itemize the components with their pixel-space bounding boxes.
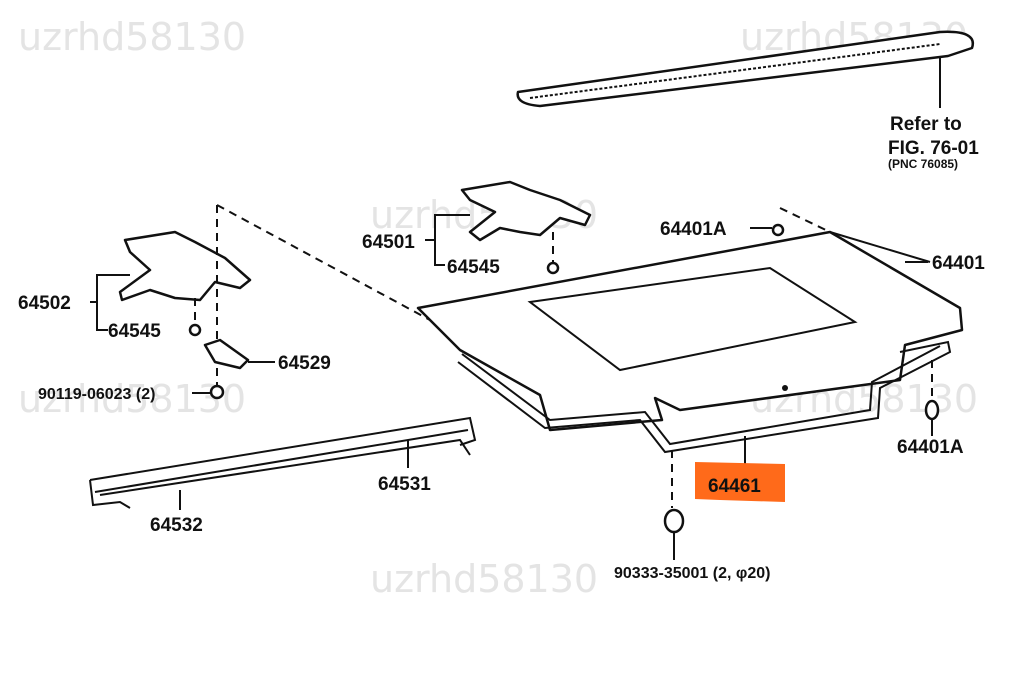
spoiler-part xyxy=(516,30,975,108)
refer-line-1: Refer to xyxy=(890,114,962,135)
label-64401a-right: 64401A xyxy=(897,437,964,458)
refer-line-2: FIG. 76-01 xyxy=(888,138,979,159)
watermarks: uzrhd58130 uzrhd58130 uzrhd58130 uzrhd58… xyxy=(18,15,978,601)
label-64531: 64531 xyxy=(378,474,431,495)
watermark: uzrhd58130 xyxy=(18,377,246,421)
label-90119: 90119-06023 (2) xyxy=(38,386,155,403)
refer-line-3: (PNC 76085) xyxy=(888,157,958,171)
hinge-lh-part xyxy=(90,204,431,400)
label-64532: 64532 xyxy=(150,515,203,536)
highlight-box xyxy=(695,462,785,502)
label-64461: 64461 xyxy=(708,476,761,497)
watermark: uzrhd58130 xyxy=(18,15,246,59)
label-64401a-upper: 64401A xyxy=(660,219,727,240)
watermark: uzrhd58130 xyxy=(370,557,598,601)
trunk-lid-part xyxy=(416,230,964,432)
hinge-rh-part xyxy=(425,180,592,275)
weatherstrip-part xyxy=(457,340,952,464)
torsion-bars-part xyxy=(89,416,477,510)
label-64502: 64502 xyxy=(18,293,71,314)
label-64545-lower: 64545 xyxy=(108,321,161,342)
label-90333: 90333-35001 (2, φ20) xyxy=(614,565,770,582)
label-64529: 64529 xyxy=(278,353,331,374)
label-64401: 64401 xyxy=(932,253,985,274)
label-64545-upper: 64545 xyxy=(447,257,500,278)
label-64501: 64501 xyxy=(362,232,415,253)
